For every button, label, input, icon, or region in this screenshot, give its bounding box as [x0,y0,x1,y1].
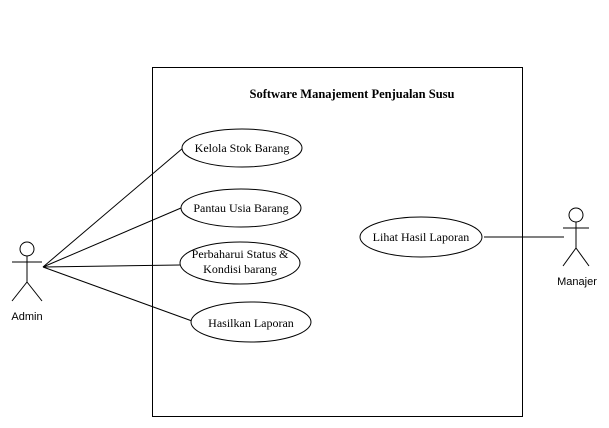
use-case-ellipse [190,301,312,343]
use-case-label: Pantau Usia Barang [193,201,288,215]
actor-left-leg [562,247,577,267]
use-case-ellipse [180,188,302,228]
use-case-kelola-stok-barang[interactable]: Kelola Stok Barang [181,128,303,168]
actor-admin[interactable] [11,241,43,302]
admin-associations [42,147,193,322]
actor-manager[interactable] [562,207,590,267]
use-case-label: Lihat Hasil Laporan [373,230,470,244]
actor-head-icon [568,207,584,223]
use-case-ellipse [179,241,301,285]
association-admin-hasilkan-laporan [42,266,193,322]
use-case-label: Hasilkan Laporan [208,316,294,330]
actor-left-leg [11,281,28,302]
actor-manager-label: Manajer [557,276,597,288]
association-admin-perbaharui-status [42,264,181,268]
actor-head-icon [19,241,35,257]
use-case-label-line-2: Kondisi barang [203,262,277,276]
use-case-lihat-hasil-laporan[interactable]: Lihat Hasil Laporan [359,216,483,258]
use-case-pantau-usia-barang[interactable]: Pantau Usia Barang [180,188,302,228]
use-case-label-line-1: Perbaharui Status & [192,247,289,261]
actor-right-leg [26,281,43,302]
use-case-hasilkan-laporan[interactable]: Hasilkan Laporan [190,301,312,343]
association-admin-pantau-usia [42,207,182,268]
actor-admin-label: Admin [11,311,42,323]
use-case-ellipse [359,216,483,258]
use-case-perbaharui-status-kondisi[interactable]: Perbaharui Status & Kondisi barang [179,241,301,285]
actor-right-leg [575,247,590,267]
association-admin-kelola-stok [42,147,184,268]
system-title: Software Manajement Penjualan Susu [250,87,455,101]
use-case-ellipse [181,128,303,168]
use-case-label: Kelola Stok Barang [195,141,290,155]
